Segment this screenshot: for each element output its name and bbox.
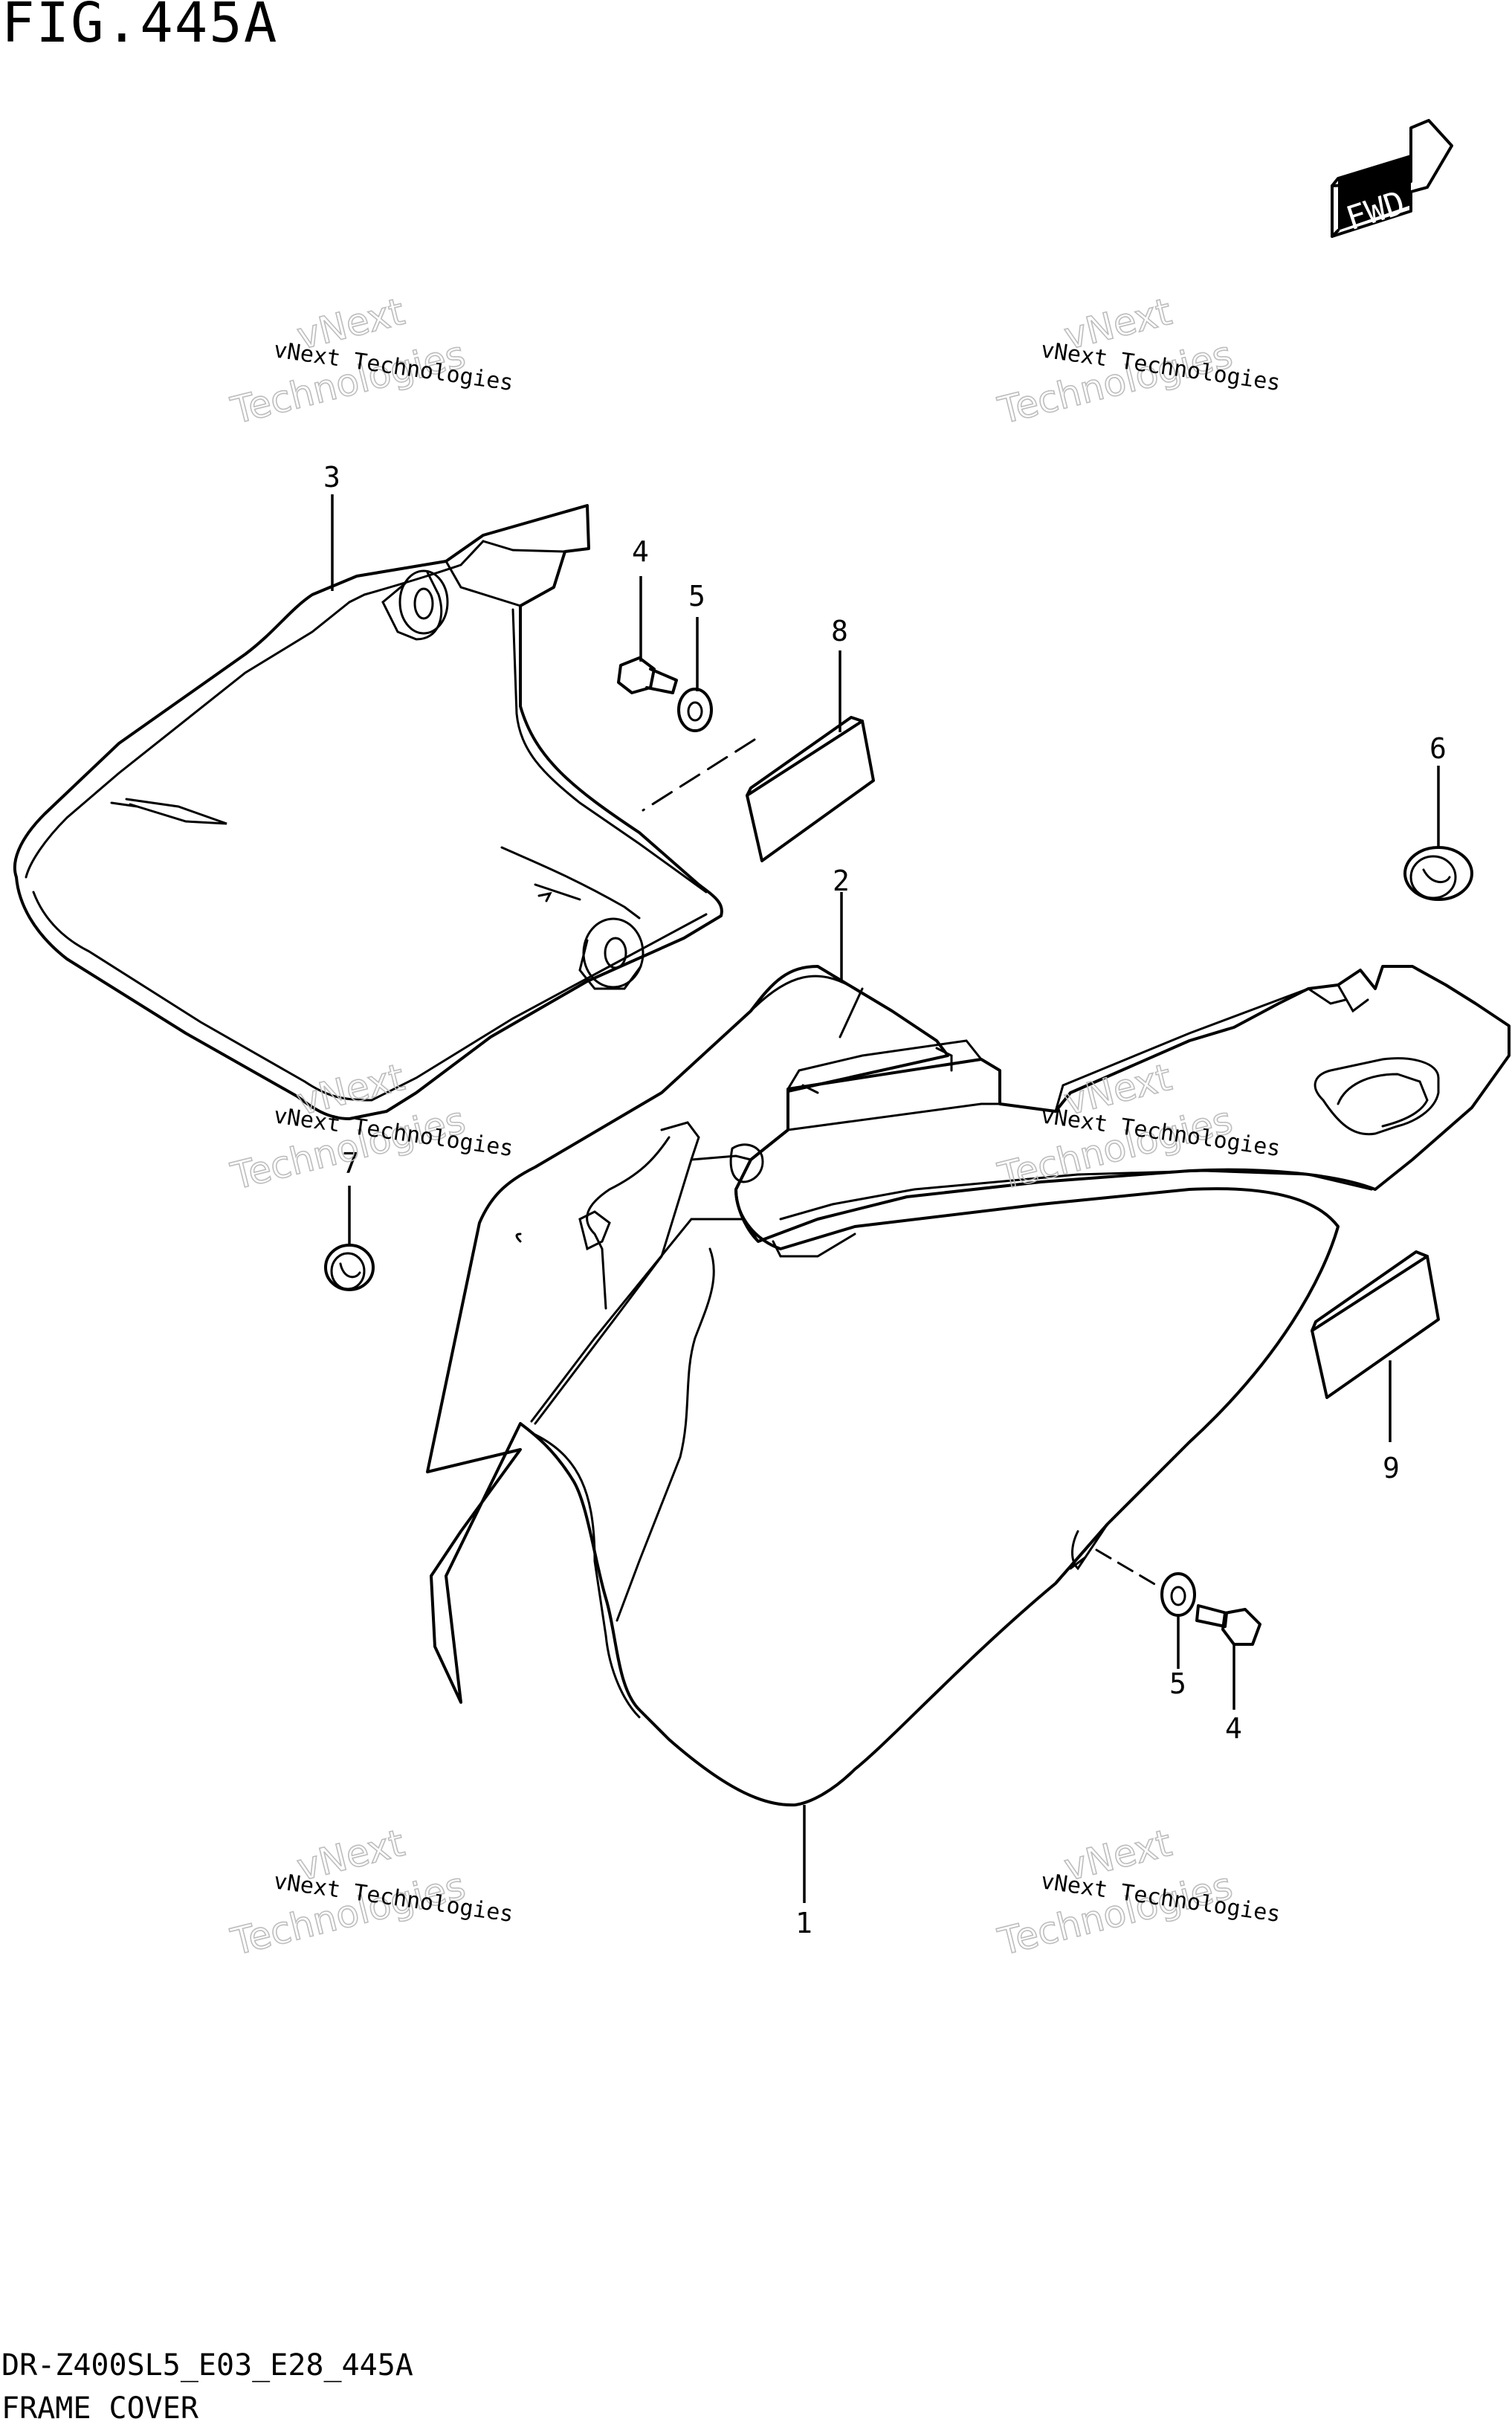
section-name: FRAME COVER	[1, 2391, 198, 2426]
part-5-washer-lower	[1160, 1572, 1196, 1617]
figure-title: FIG.445A	[1, 0, 279, 55]
part-2-upper-cover	[734, 965, 1511, 1243]
watermark: vNext Technologies vNext Technologies	[993, 1820, 1282, 1964]
watermark: vNext Technologies vNext Technologies	[226, 1820, 515, 1964]
callout-6: 6	[1429, 732, 1447, 765]
part-8-pad	[746, 716, 875, 862]
callout-5: 5	[688, 580, 705, 613]
upper-fastener-dashed-line	[642, 738, 756, 812]
part-9-pad	[1311, 1250, 1440, 1399]
watermark: vNext Technologies vNext Technologies	[993, 1055, 1282, 1198]
model-code: DR-Z400SL5_E03_E28_445A	[1, 2348, 413, 2382]
part-3-left-frame-cover	[13, 504, 723, 1120]
callout-7: 7	[342, 1147, 359, 1180]
part-6-grommet	[1403, 846, 1473, 901]
callout-2: 2	[833, 865, 850, 897]
callout-leaders	[331, 494, 1440, 1903]
callout-5-lower: 5	[1169, 1667, 1186, 1700]
callout-1: 1	[795, 1907, 812, 1939]
part-7-grommet	[324, 1244, 375, 1291]
callout-8: 8	[831, 615, 848, 647]
lower-fastener-dashed-line	[1095, 1548, 1161, 1589]
watermark: vNext Technologies vNext Technologies	[226, 1055, 515, 1198]
part-4-bolt-upper	[617, 656, 678, 694]
callout-4: 4	[632, 535, 649, 568]
part-1-main-frame-cover	[426, 965, 1340, 1807]
watermark: vNext Technologies vNext Technologies	[226, 289, 515, 433]
part-4-bolt-lower	[1195, 1604, 1261, 1646]
callout-4-lower: 4	[1225, 1712, 1242, 1745]
fwd-arrow-icon: FWD	[1331, 119, 1453, 238]
callout-3: 3	[323, 461, 340, 494]
part-5-washer-upper	[677, 688, 713, 732]
watermark: vNext Technologies vNext Technologies	[993, 289, 1282, 433]
callout-9: 9	[1383, 1452, 1400, 1484]
